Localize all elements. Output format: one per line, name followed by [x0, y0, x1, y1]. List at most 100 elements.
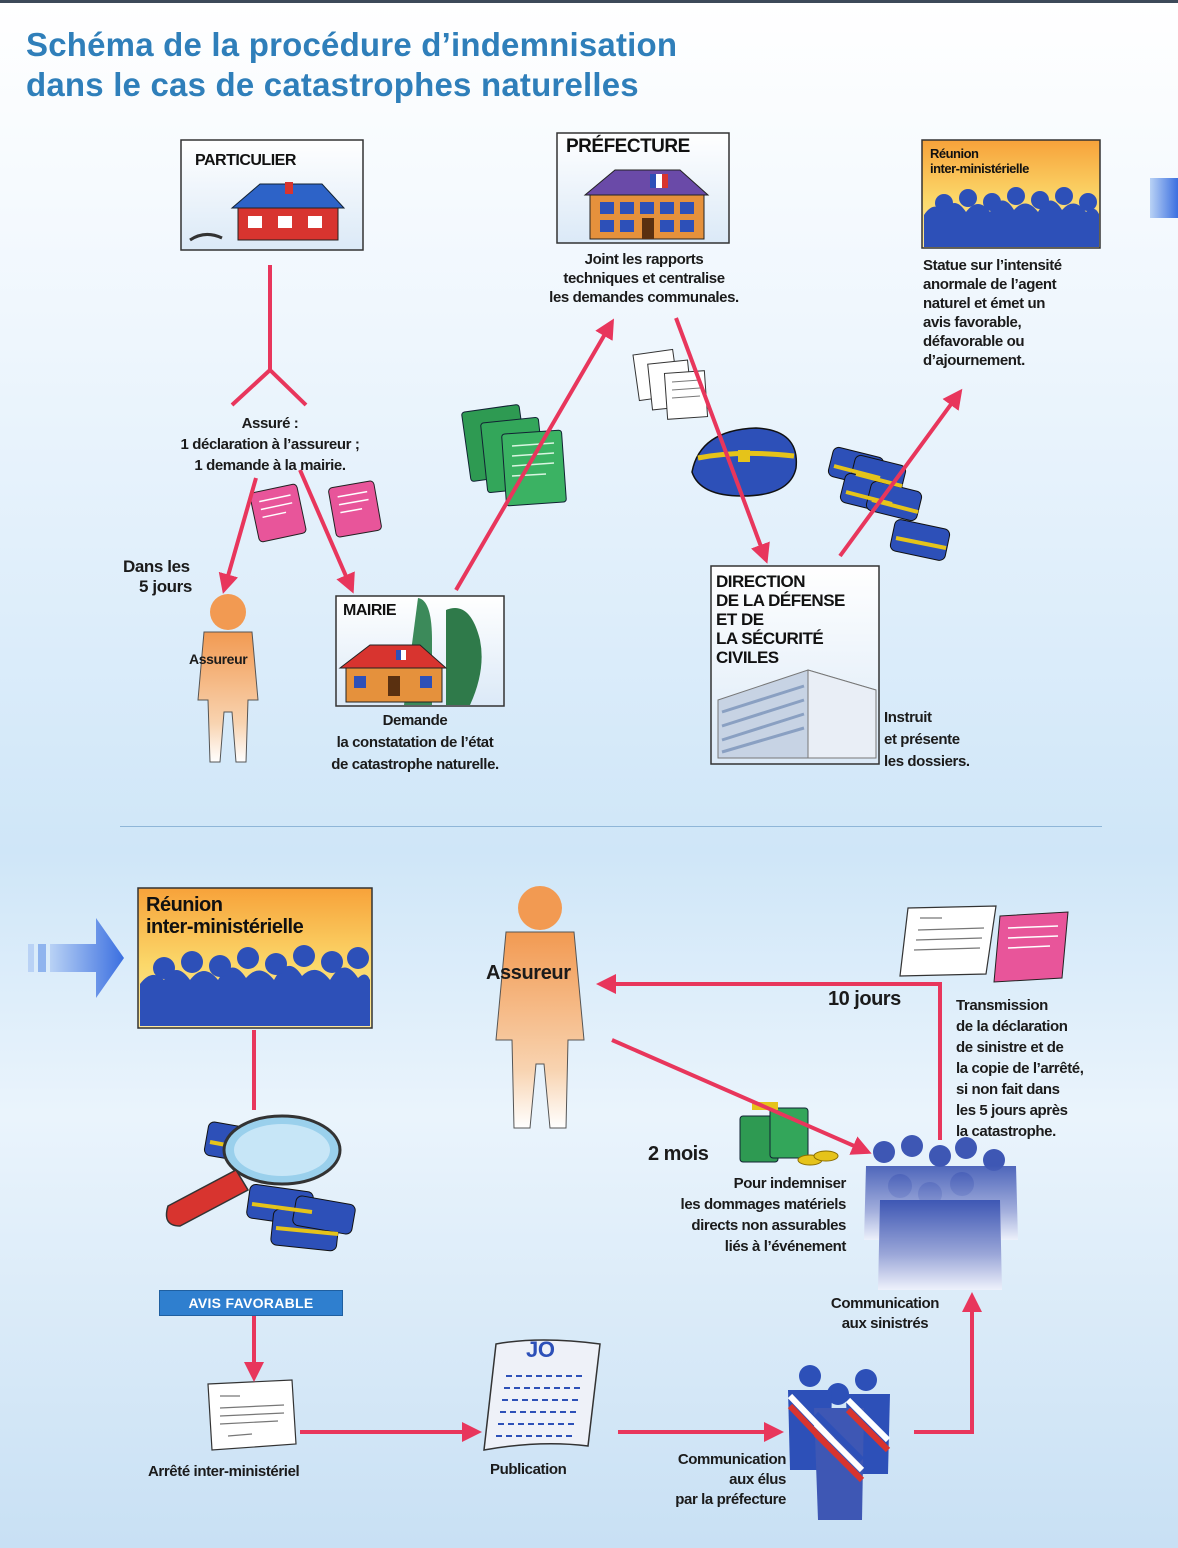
reunion-top-text-6: d’ajournement. — [923, 352, 1025, 369]
ddsc-label-4: LA SÉCURITÉ — [716, 629, 824, 648]
particulier-box — [180, 139, 364, 251]
communication-elus-2: aux élus — [729, 1471, 786, 1488]
assure-text-2: 1 déclaration à l’assureur ; — [180, 436, 360, 453]
transmission-4: la copie de l’arrêté, — [956, 1060, 1084, 1077]
ddsc-text-3: les dossiers. — [884, 753, 970, 770]
reunion-top-label-1: Réunion — [930, 146, 979, 161]
ddsc-box — [710, 565, 880, 765]
ddsc-label-1: DIRECTION — [716, 572, 806, 591]
particulier-label: PARTICULIER — [195, 152, 296, 169]
delay-5-line1: Dans les — [123, 557, 190, 576]
mairie-text-3: de catastrophe naturelle. — [331, 756, 499, 773]
blue-folder-icon — [691, 427, 798, 497]
mairie-text-1: Demande — [382, 712, 448, 729]
pink-document-icon-left — [249, 483, 307, 543]
pink-document-icon-right — [328, 480, 382, 538]
transmission-2: de la déclaration — [956, 1018, 1068, 1035]
magnifier-folders-icon — [165, 1114, 356, 1252]
arrow-elus-to-sinistres — [914, 1292, 982, 1434]
mairie-label: MAIRIE — [343, 602, 397, 619]
reunion-box-top — [921, 139, 1101, 249]
jo-newspaper-icon — [483, 1339, 601, 1451]
reunion-top-text-3: naturel et émet un — [923, 295, 1045, 312]
reunion-top-text-4: avis favorable, — [923, 314, 1022, 331]
prefecture-box — [556, 132, 730, 244]
arrete-copy-pink-icon — [993, 911, 1069, 983]
top-border — [0, 0, 1178, 3]
communication-sinistres-1: Communication — [830, 1295, 940, 1312]
prefecture-building-icon — [583, 169, 710, 240]
people-silhouettes-icon — [924, 187, 1099, 247]
ddsc-label-2: DE LA DÉFENSE — [716, 591, 845, 610]
arrow-assureur-to-sinistres — [611, 1038, 872, 1155]
indemniser-3: directs non assurables — [691, 1217, 846, 1234]
section-divider — [120, 826, 1102, 827]
arrow-split-left — [230, 368, 272, 407]
blue-arrow-icon — [28, 918, 124, 998]
prefecture-text-1: Joint les rapports — [584, 251, 704, 268]
page-title-line2: dans le cas de catastrophes naturelles — [26, 66, 639, 103]
prefecture-text-3: les demandes communales. — [549, 289, 739, 306]
reunion-box-bottom — [137, 887, 373, 1029]
transmission-3: de sinistre et de — [956, 1039, 1064, 1056]
arrow-split-right — [268, 368, 308, 407]
green-documents-icon — [461, 404, 567, 507]
elus-with-sashes-icon — [787, 1365, 891, 1520]
sinistres-crowd-icon — [864, 1135, 1018, 1290]
indemniser-2: les dommages matériels — [680, 1196, 847, 1213]
arrow-prefecture-to-ddsc — [674, 317, 770, 564]
ddsc-label-3: ET DE — [716, 610, 764, 629]
ddsc-text-2: et présente — [884, 731, 960, 748]
arrow-sinistres-to-assureur — [596, 974, 942, 1140]
arrow-mairie-to-prefecture — [454, 318, 615, 592]
delay-2-label: 2 mois — [648, 1143, 709, 1165]
top-flow-arrows — [218, 265, 963, 594]
jo-label: JO — [526, 1337, 555, 1362]
blue-folders-stack-icon — [827, 446, 951, 561]
arrow-to-assureur — [218, 477, 258, 594]
assureur-person-bottom-icon — [495, 886, 585, 1129]
reunion-top-text-1: Statue sur l’intensité — [923, 257, 1062, 274]
publication-label: Publication — [490, 1461, 567, 1478]
assureur-top-label: Assureur — [189, 651, 248, 667]
house-icon — [189, 182, 346, 242]
communication-elus-1: Communication — [677, 1451, 787, 1468]
ddsc-label-5: CIVILES — [716, 648, 779, 667]
reunion-top-label-2: inter-ministérielle — [930, 161, 1029, 176]
assureur-bottom-label: Assureur — [486, 962, 571, 984]
reunion-bottom-label-2: inter-ministérielle — [146, 916, 304, 938]
arrow-ddsc-to-reunion — [838, 388, 963, 558]
reunion-bottom-label-1: Réunion — [146, 894, 223, 916]
reunion-top-text-5: défavorable ou — [923, 333, 1025, 350]
communication-elus-3: par la préfecture — [675, 1491, 786, 1508]
transmission-6: les 5 jours après — [956, 1102, 1068, 1119]
reunion-top-text-2: anormale de l’agent — [923, 276, 1057, 293]
avis-favorable-badge: AVIS FAVORABLE — [159, 1290, 343, 1316]
assure-text-3: 1 demande à la mairie. — [194, 457, 346, 474]
ddsc-text-1: Instruit — [884, 709, 932, 726]
prefecture-text-2: techniques et centralise — [563, 270, 725, 287]
indemniser-4: liés à l’événement — [724, 1238, 847, 1255]
town-hall-icon — [338, 598, 482, 705]
delay-10-label: 10 jours — [828, 988, 901, 1010]
office-building-icon — [717, 669, 877, 759]
transmission-1: Transmission — [956, 997, 1048, 1014]
people-silhouettes-icon — [140, 945, 370, 1026]
page-title-line1: Schéma de la procédure d’indemnisation — [26, 26, 678, 63]
prefecture-label: PRÉFECTURE — [566, 136, 690, 157]
delay-5-line2: 5 jours — [139, 577, 192, 596]
arrow-to-mairie — [298, 469, 355, 594]
arrete-label: Arrêté inter-ministériel — [148, 1463, 300, 1480]
continuation-arrow-icon — [1150, 178, 1178, 218]
mairie-text-2: la constatation de l’état — [336, 734, 494, 751]
communication-sinistres-2: aux sinistrés — [841, 1315, 929, 1332]
declaration-document-icon — [899, 905, 997, 977]
assure-text-1: Assuré : — [241, 415, 299, 432]
assureur-person-icon — [197, 594, 259, 763]
white-documents-icon — [632, 348, 709, 420]
transmission-5: si non fait dans — [956, 1081, 1060, 1098]
arrete-document-icon — [207, 1379, 297, 1451]
transmission-7: la catastrophe. — [956, 1123, 1056, 1140]
bottom-flow-arrows — [244, 974, 982, 1442]
